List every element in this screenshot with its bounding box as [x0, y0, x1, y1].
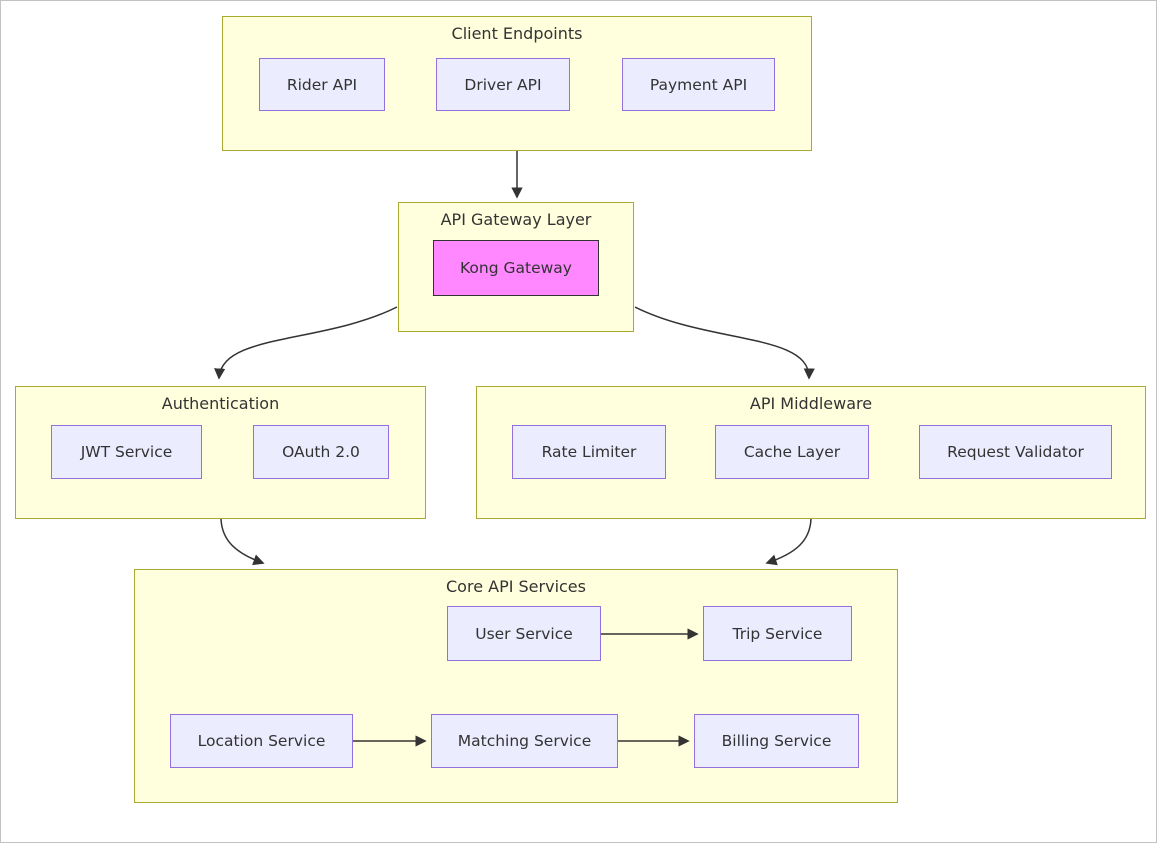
edge-authentication-to-core-api-services	[220, 518, 265, 566]
cluster-title-client-endpoints: Client Endpoints	[451, 24, 583, 43]
node-matching-service: Matching Service	[431, 714, 618, 768]
cluster-title-api-middleware: API Middleware	[749, 394, 873, 413]
node-payment-api: Payment API	[622, 58, 775, 111]
edge-api-middleware-to-core-api-services	[765, 518, 812, 566]
node-billing-service: Billing Service	[694, 714, 859, 768]
cluster-title-authentication: Authentication	[161, 394, 280, 413]
edge-api-gateway-to-api-middleware	[634, 306, 815, 380]
node-driver-api: Driver API	[436, 58, 570, 111]
node-jwt-service: JWT Service	[51, 425, 202, 479]
cluster-title-core-api-services: Core API Services	[446, 577, 586, 596]
node-kong-gateway: Kong Gateway	[433, 240, 599, 296]
node-rate-limiter: Rate Limiter	[512, 425, 666, 479]
node-oauth-2-0: OAuth 2.0	[253, 425, 389, 479]
node-rider-api: Rider API	[259, 58, 385, 111]
node-location-service: Location Service	[170, 714, 353, 768]
node-user-service: User Service	[447, 606, 601, 661]
node-request-validator: Request Validator	[919, 425, 1112, 479]
node-trip-service: Trip Service	[703, 606, 852, 661]
cluster-title-api-gateway-layer: API Gateway Layer	[440, 210, 592, 229]
node-cache-layer: Cache Layer	[715, 425, 869, 479]
edge-api-gateway-to-authentication	[214, 306, 398, 380]
